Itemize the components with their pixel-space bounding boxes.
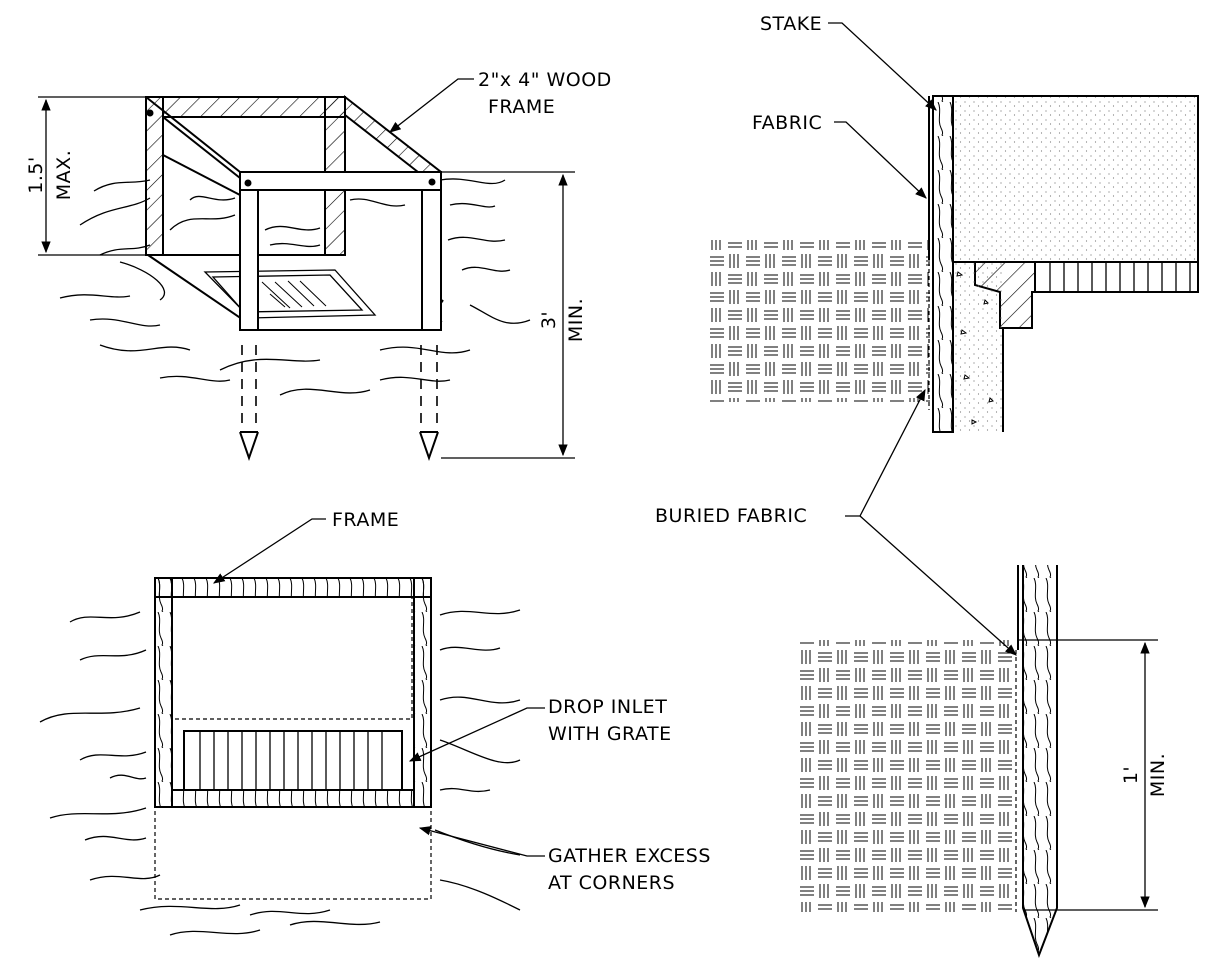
buried-fabric-label: BURIED FABRIC xyxy=(655,505,807,527)
buried-fabric-pattern xyxy=(798,640,1014,912)
depth-note: MIN. xyxy=(565,298,587,342)
gather-label: GATHER EXCESS xyxy=(548,845,711,867)
plan-view: FRAME DROP INLET WITH GRATE GATHER EXCES… xyxy=(39,509,711,936)
stake-label: STAKE xyxy=(760,13,822,35)
gather-label-2: AT CORNERS xyxy=(548,872,675,894)
height-note: MAX. xyxy=(53,150,75,200)
buried-fabric-detail: 1' MIN. xyxy=(798,565,1169,958)
height-value: 1.5' xyxy=(25,156,47,193)
ground-lines xyxy=(59,178,531,396)
section-view: STAKE FABRIC xyxy=(708,13,1199,433)
depth-value: 3' xyxy=(538,311,560,329)
bury-value: 1' xyxy=(1120,766,1142,784)
wood-frame-label: 2"x 4" WOOD xyxy=(478,69,612,91)
bury-note: MIN. xyxy=(1147,753,1169,797)
fabric-label: FABRIC xyxy=(752,112,822,134)
drop-inlet-label-2: WITH GRATE xyxy=(548,723,672,745)
buried-fabric-callout: BURIED FABRIC xyxy=(655,388,1017,656)
isometric-frame-view: 1.5' MAX. 3' MIN. 2"x 4" WOOD FRAME xyxy=(25,69,612,462)
drop-inlet-label: DROP INLET xyxy=(548,696,667,718)
plan-ground-lines xyxy=(39,609,521,936)
frame-label: FRAME xyxy=(332,509,399,531)
wood-frame-label-2: FRAME xyxy=(488,96,555,118)
soil-fabric-pattern xyxy=(708,240,930,402)
